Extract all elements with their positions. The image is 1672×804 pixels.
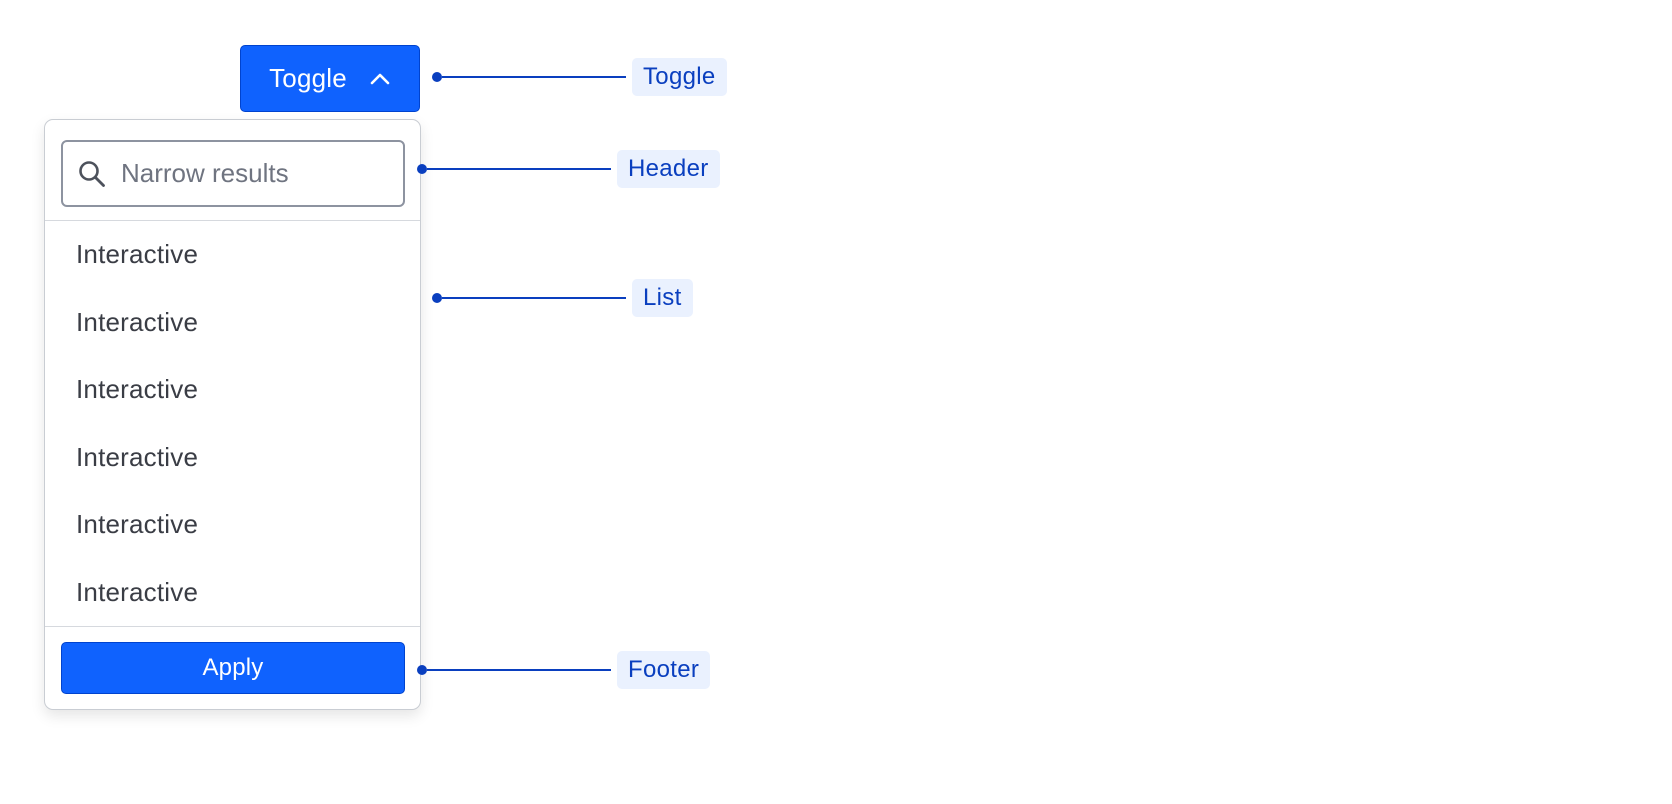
menu-list: Interactive Interactive Interactive Inte…: [45, 221, 420, 627]
list-item[interactable]: Interactive: [45, 559, 420, 627]
annotation-line: [427, 669, 611, 671]
menu-footer: Apply: [45, 627, 420, 709]
dropdown-menu: Interactive Interactive Interactive Inte…: [44, 119, 421, 710]
annotation-tag: List: [632, 279, 693, 317]
list-item-label: Interactive: [76, 306, 199, 337]
list-item-label: Interactive: [76, 239, 199, 270]
annotation-list: List: [432, 279, 693, 317]
annotation-header: Header: [417, 150, 720, 188]
list-item[interactable]: Interactive: [45, 356, 420, 424]
list-item-label: Interactive: [76, 509, 199, 540]
annotation-dot: [417, 665, 427, 675]
annotation-tag: Header: [617, 150, 720, 188]
menu-header: [45, 120, 420, 221]
annotation-tag: Toggle: [632, 58, 727, 96]
toggle-label: Toggle: [269, 63, 347, 93]
annotation-toggle: Toggle: [432, 58, 727, 96]
chevron-up-icon: [370, 73, 390, 84]
search-input[interactable]: [121, 158, 391, 189]
list-item-label: Interactive: [76, 576, 199, 607]
annotation-dot: [432, 293, 442, 303]
list-item[interactable]: Interactive: [45, 491, 420, 559]
annotation-dot: [417, 164, 427, 174]
annotation-tag: Footer: [617, 651, 711, 689]
annotation-line: [442, 76, 626, 78]
toggle-button[interactable]: Toggle: [240, 45, 420, 112]
annotation-line: [427, 168, 611, 170]
list-item[interactable]: Interactive: [45, 424, 420, 492]
apply-button[interactable]: Apply: [61, 642, 405, 694]
annotation-line: [442, 297, 626, 299]
annotation-footer: Footer: [417, 651, 711, 689]
annotation-dot: [432, 72, 442, 82]
list-item-label: Interactive: [76, 374, 199, 405]
list-item[interactable]: Interactive: [45, 221, 420, 289]
search-icon: [79, 160, 105, 187]
search-field[interactable]: [61, 140, 405, 207]
list-item[interactable]: Interactive: [45, 289, 420, 357]
list-item-label: Interactive: [76, 441, 199, 472]
